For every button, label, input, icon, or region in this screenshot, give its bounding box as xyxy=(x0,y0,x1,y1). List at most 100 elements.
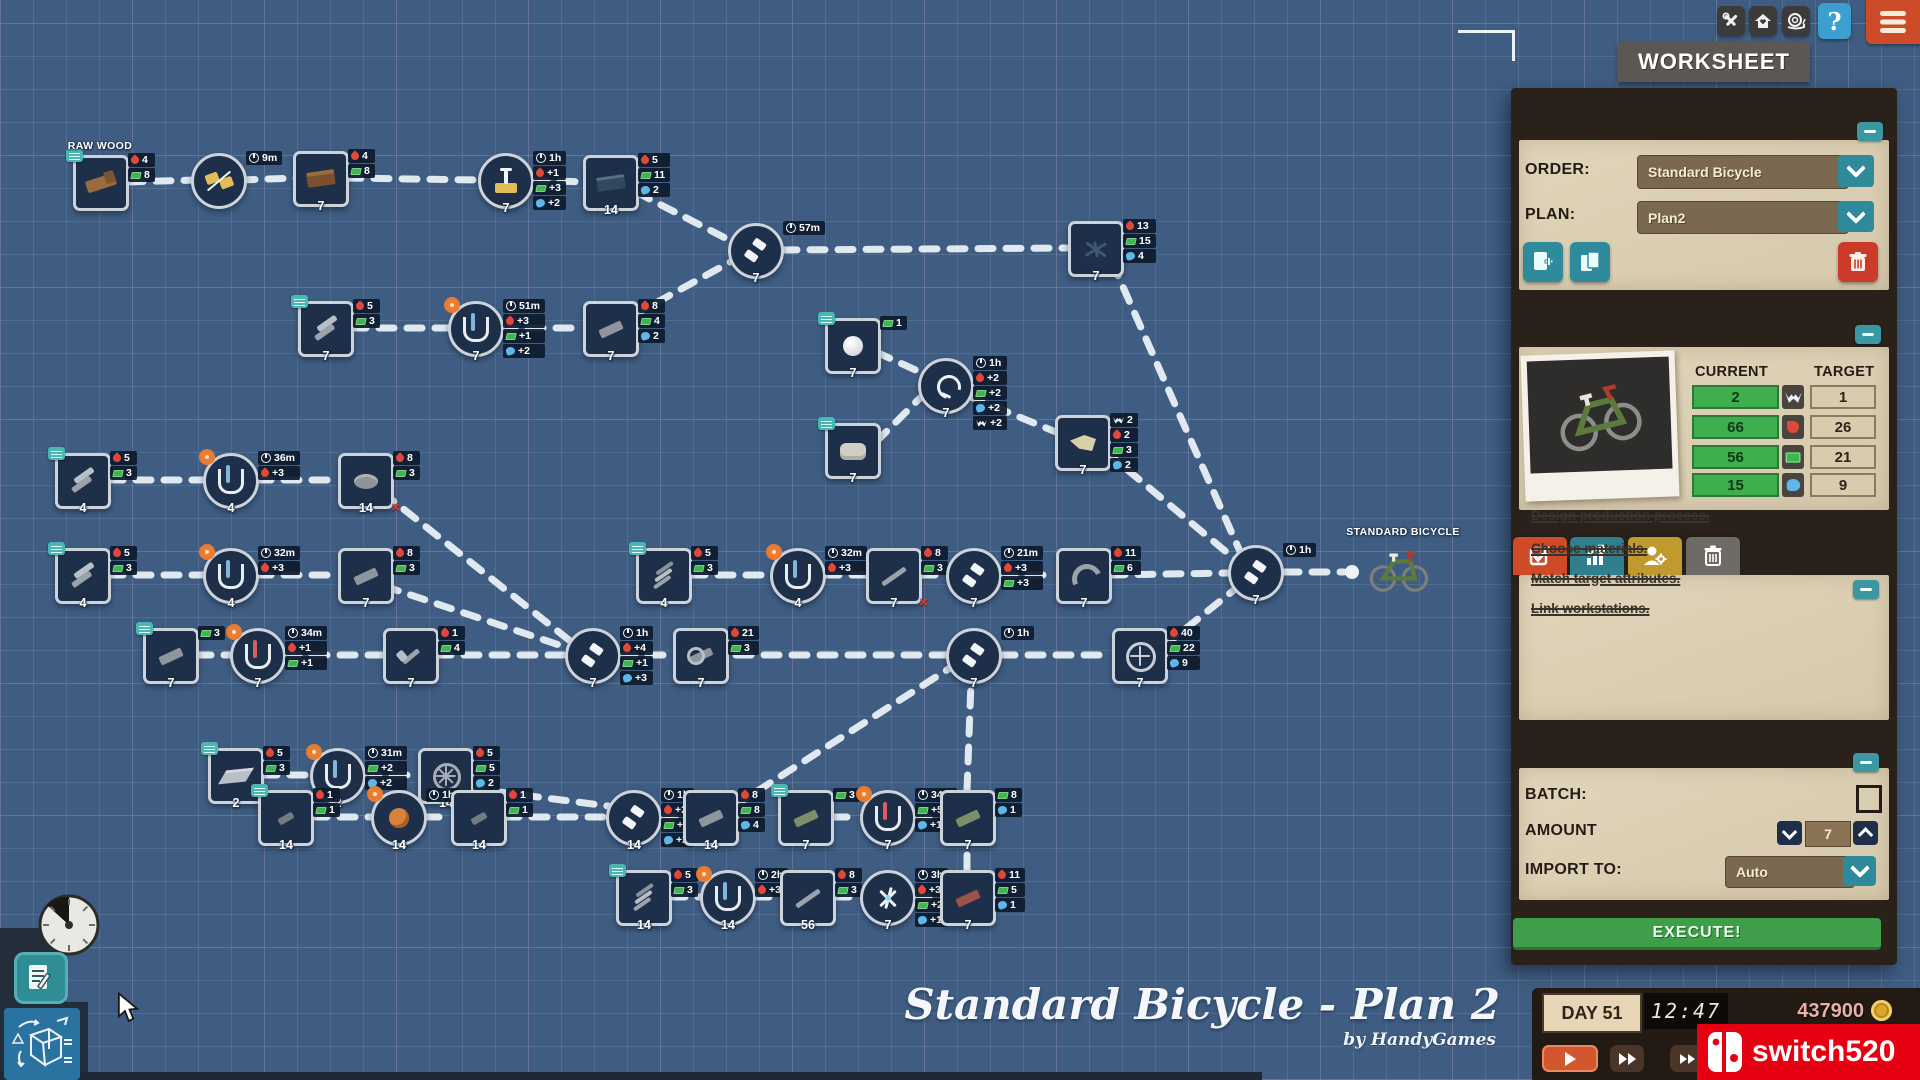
node-cushion[interactable]: 7 xyxy=(818,417,881,485)
amount-increase-button[interactable] xyxy=(1853,821,1878,845)
tab-statistics[interactable] xyxy=(1570,537,1624,575)
node-count: 7 xyxy=(849,471,857,485)
bicycle-icon xyxy=(1369,551,1429,592)
import-marker-icon xyxy=(818,312,835,325)
alert-gear-icon xyxy=(444,297,460,313)
snail-icon xyxy=(1787,13,1806,30)
plan-dropdown-chevron-icon[interactable] xyxy=(1838,201,1874,232)
design-minimize-button[interactable] xyxy=(1855,325,1881,344)
node-label: STANDARD BICYCLE xyxy=(1346,526,1460,538)
alert-gear-icon xyxy=(696,866,712,882)
alert-gear-icon xyxy=(367,786,383,802)
amount-value[interactable]: 7 xyxy=(1805,821,1851,847)
delete-plan-button[interactable] xyxy=(1838,242,1878,282)
checklist-minimize-button[interactable] xyxy=(1853,580,1879,599)
tools-button[interactable] xyxy=(1717,6,1745,36)
fast-forward-button[interactable] xyxy=(1610,1045,1644,1072)
axis-view-button[interactable] xyxy=(4,1008,80,1080)
execute-button[interactable]: EXECUTE! xyxy=(1513,918,1881,950)
documents-minimize-button[interactable] xyxy=(1857,122,1883,141)
amount-decrease-button[interactable] xyxy=(1777,821,1802,845)
switch-logo-icon xyxy=(1708,1032,1742,1072)
alert-gear-icon xyxy=(856,786,872,802)
attribute-current-value: 15 xyxy=(1692,473,1779,497)
output-bicycle[interactable] xyxy=(1366,546,1434,599)
tab-delete[interactable] xyxy=(1686,537,1740,575)
help-button[interactable]: ? xyxy=(1818,3,1851,39)
play-button[interactable] xyxy=(1542,1045,1598,1072)
time-gauge[interactable] xyxy=(36,892,102,963)
logistics-minimize-button[interactable] xyxy=(1853,753,1879,772)
money-amount: 437900 xyxy=(1797,1000,1864,1022)
attribute-target-value: 1 xyxy=(1810,385,1876,409)
import-dropdown-chevron-icon[interactable] xyxy=(1843,856,1876,886)
import-to-dropdown[interactable]: Auto xyxy=(1725,856,1855,888)
home-button[interactable] xyxy=(1749,6,1777,36)
import-marker-icon xyxy=(48,542,65,555)
menu-button[interactable] xyxy=(1866,0,1920,44)
node-count: 14 xyxy=(359,501,373,515)
node-saw-machine[interactable]: 9m xyxy=(191,151,283,209)
copy-plan-button[interactable] xyxy=(1570,242,1610,282)
notes-button[interactable] xyxy=(14,952,68,1004)
notes-icon xyxy=(29,965,51,990)
node-count: 7 xyxy=(970,596,978,610)
import-marker-icon xyxy=(291,295,308,308)
coin-icon xyxy=(1871,1000,1892,1021)
tab-workers[interactable] xyxy=(1628,537,1682,575)
batch-checkbox[interactable] xyxy=(1856,785,1882,813)
new-plan-button[interactable] xyxy=(1523,242,1563,282)
tab-checklist[interactable] xyxy=(1513,537,1567,575)
plan-dropdown[interactable]: Plan2 xyxy=(1637,201,1849,234)
attribute-target-value: 26 xyxy=(1810,415,1876,439)
snail-button[interactable] xyxy=(1782,6,1810,36)
order-dropdown[interactable]: Standard Bicycle xyxy=(1637,155,1849,189)
order-dropdown-chevron-icon[interactable] xyxy=(1838,155,1874,187)
